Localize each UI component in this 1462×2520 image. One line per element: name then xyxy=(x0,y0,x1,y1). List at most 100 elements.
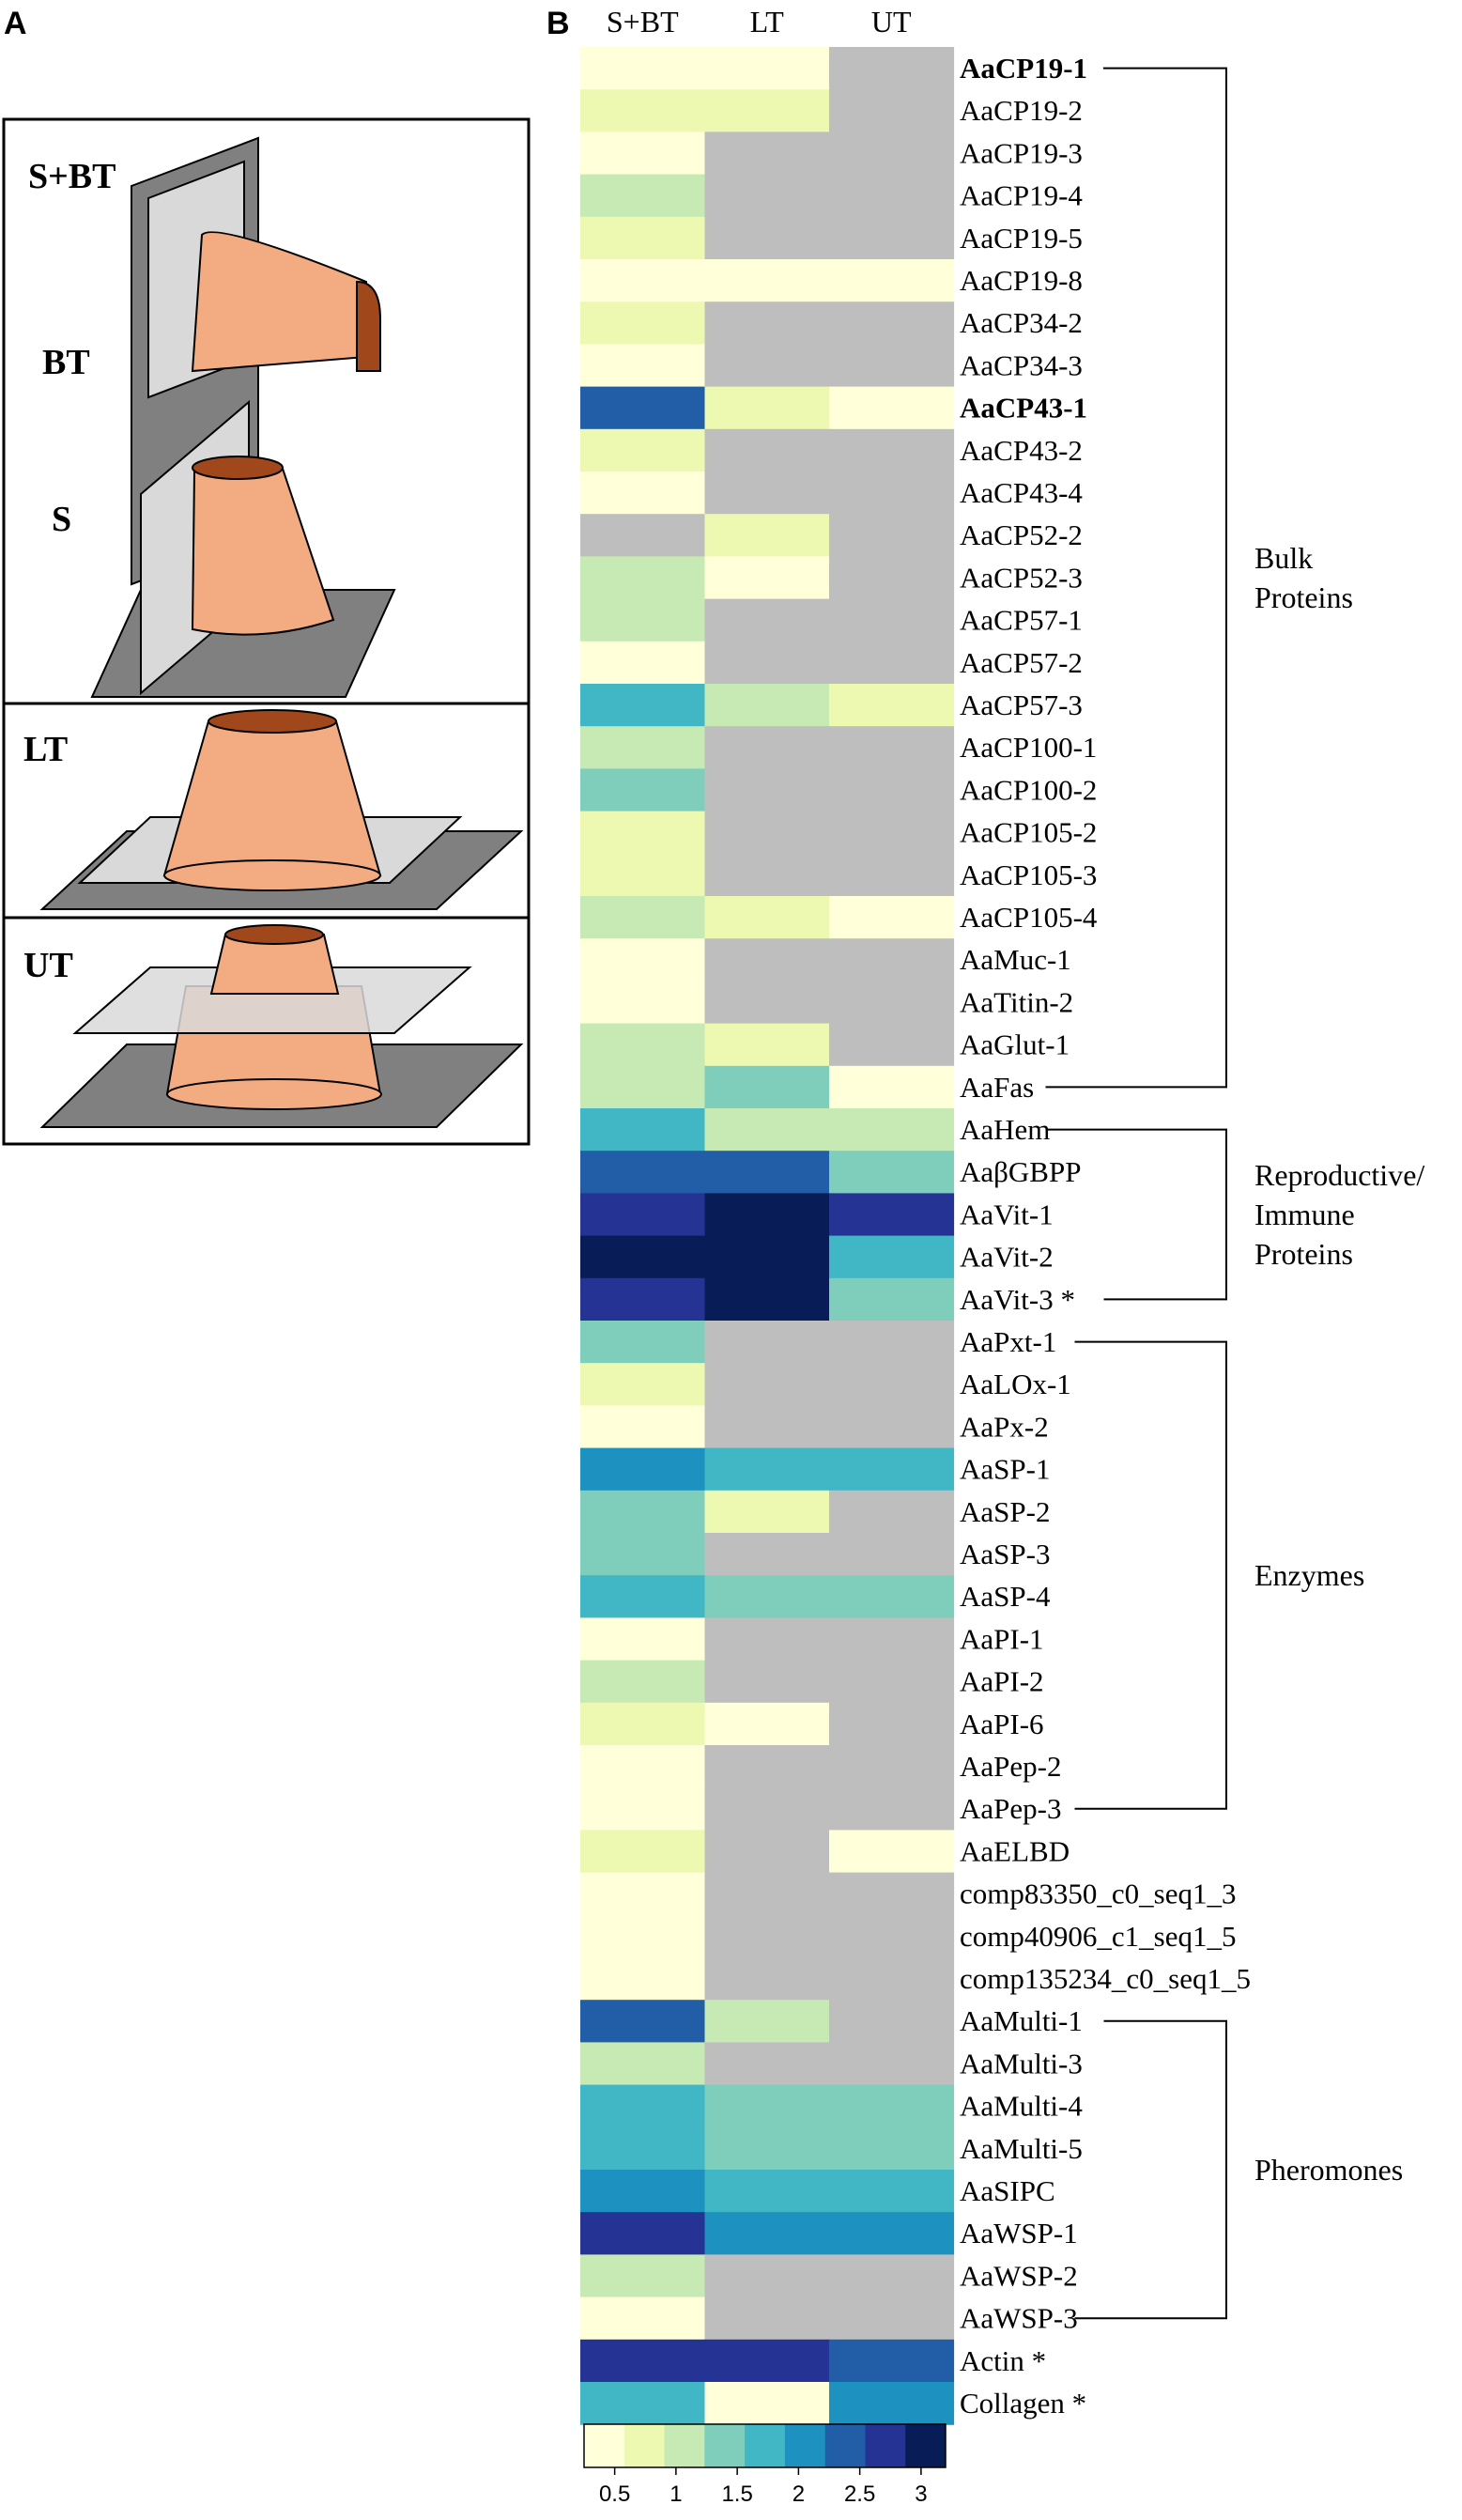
row-label: AaCP52-2 xyxy=(960,518,1083,551)
heatmap-cell xyxy=(829,853,955,897)
heatmap-cell xyxy=(829,89,955,132)
heatmap-cell xyxy=(704,131,830,176)
heatmap-cell xyxy=(704,1660,830,1704)
heatmap-cell xyxy=(580,174,706,218)
heatmap-cell xyxy=(580,684,706,727)
heatmap-cell xyxy=(829,768,955,812)
ut-plane-light xyxy=(72,966,472,1034)
heatmap-cell xyxy=(580,1787,706,1831)
column-header: UT xyxy=(871,5,912,39)
row-label: AaELBD xyxy=(960,1834,1070,1867)
colorbar-swatch xyxy=(745,2424,786,2467)
row-label: AaVit-1 xyxy=(960,1198,1054,1230)
heatmap-cell xyxy=(829,556,955,600)
heatmap-cell xyxy=(829,1575,955,1618)
heatmap-cell xyxy=(580,1235,706,1279)
heatmap-cell xyxy=(829,1830,955,1874)
row-label: AaPx-2 xyxy=(960,1410,1049,1443)
heatmap-cell xyxy=(829,2084,955,2128)
heatmap-cell xyxy=(829,174,955,218)
row-label: AaCP19-5 xyxy=(960,222,1083,255)
row-label: AaWSP-2 xyxy=(960,2259,1078,2292)
colorbar-swatch xyxy=(584,2424,625,2467)
colorbar-frame xyxy=(583,2423,946,2468)
heatmap-cell xyxy=(704,1321,830,1364)
heatmap-cell xyxy=(829,981,955,1025)
row-label: AaSIPC xyxy=(960,2174,1055,2207)
heatmap-cell xyxy=(580,1660,706,1704)
heatmap-cell xyxy=(829,641,955,685)
heatmap-cell xyxy=(704,514,830,557)
heatmap-cell xyxy=(829,472,955,515)
heatmap-cell xyxy=(829,1277,955,1322)
heatmap-cell xyxy=(704,2339,830,2383)
heatmap-cell xyxy=(580,1957,706,2001)
heatmap-cell xyxy=(704,1235,830,1279)
group-bracket xyxy=(1045,1128,1227,1301)
row-label: AaCP43-4 xyxy=(960,476,1083,509)
heatmap-cell xyxy=(580,1023,706,1067)
colorbar-swatch xyxy=(704,2424,746,2467)
heatmap-cell xyxy=(580,896,706,939)
heatmap-cell xyxy=(580,556,706,600)
heatmap-cell xyxy=(829,1108,955,1152)
row-label: AaMuc-1 xyxy=(960,943,1071,976)
heatmap-cell xyxy=(704,2000,830,2043)
heatmap-cell xyxy=(829,514,955,557)
heatmap-cell xyxy=(580,2382,706,2425)
heatmap-cell xyxy=(704,938,830,982)
ut-cone-top xyxy=(224,924,324,945)
heatmap-cell xyxy=(704,47,830,90)
heatmap-cell xyxy=(829,2254,955,2298)
colorbar-tick-label: 2 xyxy=(793,2481,805,2507)
heatmap-cell xyxy=(580,726,706,769)
heatmap-cell xyxy=(829,1872,955,1916)
heatmap-cell xyxy=(580,2339,706,2383)
row-label: AaVit-3 * xyxy=(960,1283,1075,1316)
heatmap-cell xyxy=(580,2042,706,2086)
heatmap-cell xyxy=(580,1277,706,1322)
heatmap-cell xyxy=(580,811,706,855)
row-label: AaCP105-4 xyxy=(960,901,1098,934)
heatmap-cell xyxy=(829,2382,955,2425)
heatmap-cell xyxy=(704,1787,830,1831)
heatmap-cell xyxy=(704,896,830,939)
group-label: Enzymes xyxy=(1254,1558,1364,1592)
heatmap-cell xyxy=(580,472,706,515)
row-label: AaTitin-2 xyxy=(960,985,1073,1018)
heatmap-cell xyxy=(704,1065,830,1109)
lt-diagram: LT xyxy=(23,709,524,910)
heatmap-cell xyxy=(580,981,706,1025)
colorbar-tick-label: 1.5 xyxy=(721,2481,752,2507)
row-label: AaCP43-2 xyxy=(960,434,1083,467)
heatmap-cell xyxy=(704,1023,830,1067)
heatmap-cell xyxy=(829,1787,955,1831)
colorbar-swatch xyxy=(905,2424,946,2467)
row-label: AaGlut-1 xyxy=(960,1028,1070,1061)
heatmap-cell xyxy=(704,1193,830,1237)
heatmap-cell xyxy=(580,1447,706,1492)
heatmap-cell xyxy=(829,386,955,430)
row-label: AaβGBPP xyxy=(960,1155,1081,1188)
heatmap-cell xyxy=(580,1065,706,1109)
heatmap-cell xyxy=(704,259,830,302)
heatmap-cell xyxy=(580,47,706,90)
heatmap-cell xyxy=(580,1575,706,1618)
heatmap-cell xyxy=(704,344,830,388)
heatmap-cell xyxy=(829,2170,955,2213)
lt-cone xyxy=(162,720,382,876)
heatmap-cell xyxy=(704,1702,830,1746)
heatmap-cell xyxy=(829,1363,955,1406)
row-label: AaCP34-2 xyxy=(960,306,1083,339)
heatmap-cell xyxy=(829,2296,955,2341)
panel-a-box-ut xyxy=(2,916,531,1146)
heatmap-cell xyxy=(829,1660,955,1704)
heatmap-cell xyxy=(829,1447,955,1492)
heatmap-cell xyxy=(829,216,955,260)
heatmap-cell xyxy=(704,1830,830,1874)
heatmap-cell xyxy=(704,1490,830,1534)
heatmap-cell xyxy=(704,89,830,132)
heatmap-cell xyxy=(580,428,706,472)
